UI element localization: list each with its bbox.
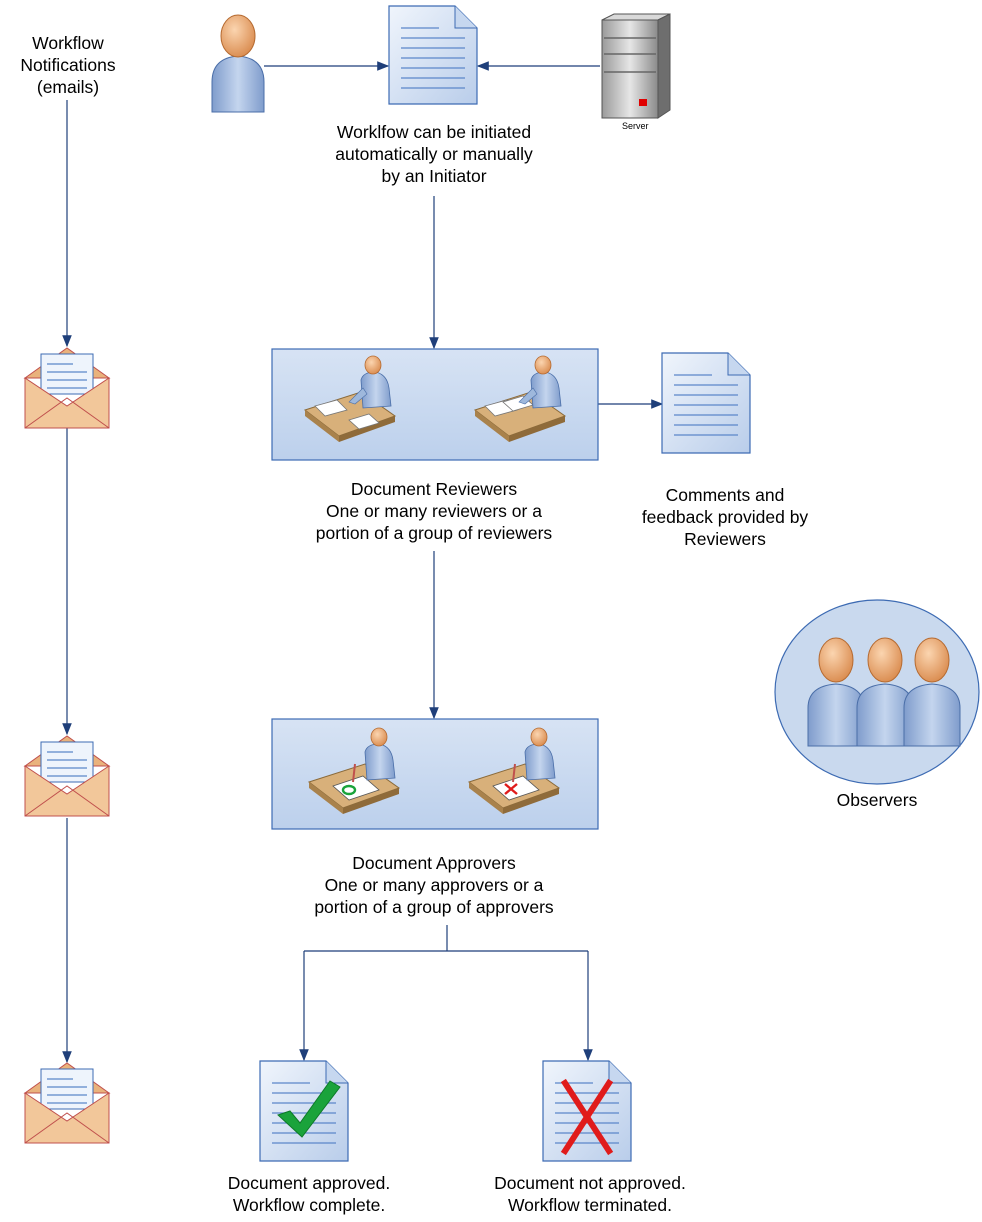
notifications-label: Workflow Notifications (emails): [20, 33, 116, 97]
red-x-icon: [560, 1078, 614, 1156]
reviewer-at-desk-icon: [303, 355, 397, 442]
approvers-panel: [271, 718, 599, 830]
reviewer-at-desk-icon: [473, 355, 567, 442]
check-mark-icon: [277, 1080, 341, 1138]
server-icon: [601, 13, 671, 119]
comments-label: Comments and feedback provided by Review…: [641, 485, 809, 549]
initiation-label: Worklfow can be initiated automatically …: [335, 122, 533, 186]
rejected-outcome-label: Document not approved. Workflow terminat…: [494, 1173, 686, 1215]
email-envelope-icon: [23, 735, 111, 817]
workflow-document-icon: [388, 5, 478, 105]
approver-rejecting-icon: [467, 727, 561, 814]
server-status-light: [639, 99, 647, 106]
rejected-document-icon: [542, 1060, 632, 1162]
observers-group-icon: [774, 599, 980, 785]
email-envelope-icon: [23, 347, 111, 429]
comments-document-icon: [661, 352, 751, 454]
reviewers-label: Document Reviewers One or many reviewers…: [315, 479, 553, 543]
approved-document-icon: [259, 1060, 349, 1162]
reviewers-panel: [271, 348, 599, 461]
approved-outcome-label: Document approved. Workflow complete.: [227, 1173, 391, 1215]
email-envelope-icon: [23, 1062, 111, 1144]
initiator-person-icon: [211, 14, 265, 113]
server-label: Server: [622, 121, 649, 131]
observers-label: Observers: [836, 790, 918, 810]
approvers-label: Document Approvers One or many approvers…: [314, 853, 554, 917]
connectors: [62, 61, 664, 1064]
approver-signing-icon: [307, 727, 401, 814]
